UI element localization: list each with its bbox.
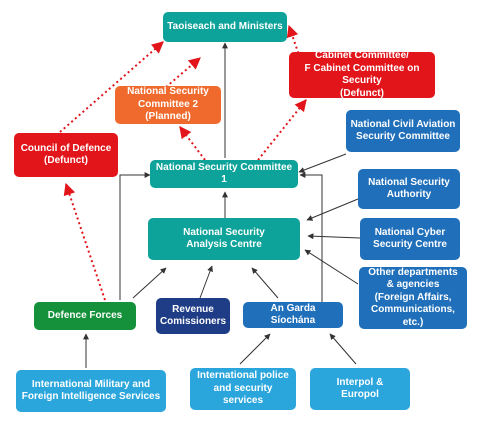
node-interpol: Interpol & Europol (310, 368, 410, 410)
link-intl-police-to-garda (239, 333, 271, 365)
node-nsc2: National Security Committee 2 (Planned) (115, 86, 221, 124)
node-ns-authority: National Security Authority (358, 169, 460, 209)
node-intl-police: International police and security servic… (190, 368, 296, 410)
node-nsac: National Security Analysis Centre (148, 218, 300, 260)
link-authority-to-nsac (306, 198, 359, 221)
node-garda: An Garda Síochána (243, 302, 343, 328)
link-cyber-to-nsac (307, 233, 361, 240)
node-revenue: Revenue Comissioners (156, 298, 230, 334)
link-garda-to-nsac (251, 267, 279, 299)
node-civil-aviation: National Civil Aviation Security Committ… (346, 110, 460, 152)
node-cabinet-committee: Cabinet Committee/ F Cabinet Committee o… (289, 50, 435, 99)
link-interpol-to-garda (329, 333, 357, 365)
link-nsc2-to-taoiseach (165, 57, 201, 88)
link-revenue-to-nsac (199, 265, 213, 299)
node-taoiseach: Taoiseach and Ministers (163, 12, 287, 42)
link-garda-to-nsc1 (299, 172, 323, 302)
node-council-defence: Council of Defence (Defunct) (14, 133, 118, 177)
link-defence-to-council (63, 182, 106, 301)
node-defence-forces: Defence Forces (34, 302, 136, 330)
link-defence-to-nsac (132, 267, 167, 299)
link-other-to-nsac (304, 249, 359, 285)
link-nsc1-to-cabinet (257, 99, 307, 161)
node-nsc1: National Security Committee 1 (150, 160, 298, 188)
node-other-departments: Other departments & agencies (Foreign Af… (359, 267, 467, 329)
node-intl-military: International Military and Foreign Intel… (16, 370, 166, 412)
node-cyber: National Cyber Security Centre (360, 218, 460, 260)
link-aviation-to-nsc1 (298, 153, 347, 173)
link-nsc1-to-nsc2 (179, 126, 206, 161)
link-defence-to-nsc1 (119, 172, 151, 300)
